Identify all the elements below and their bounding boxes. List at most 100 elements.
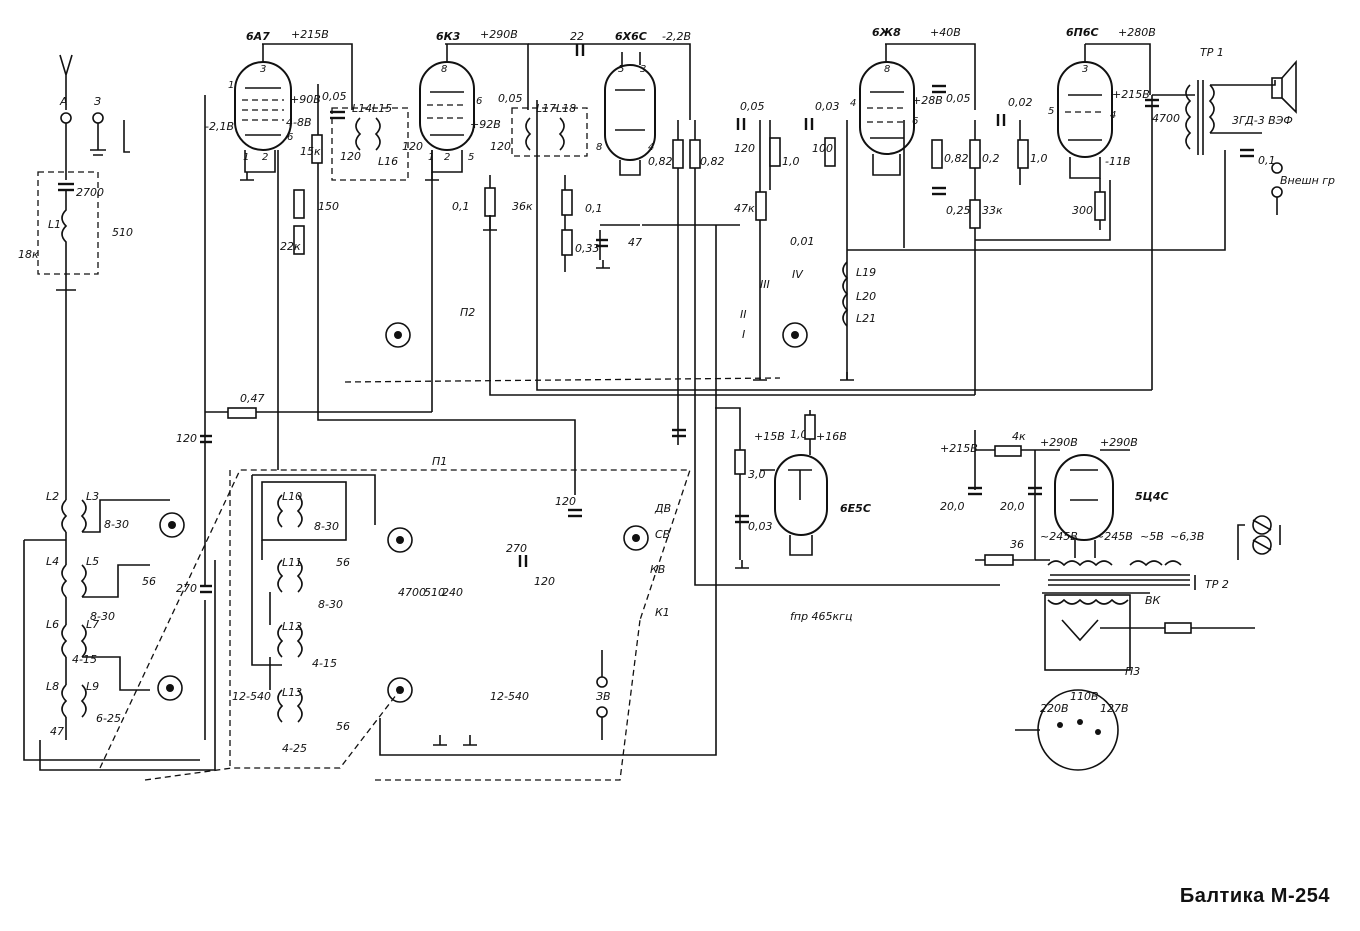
lbl-r-0-82c: 0,82 [944,152,969,165]
svg-text:4: 4 [1110,110,1116,121]
value-labels: 0,05 15к 120 120 150 22к 0,1 0,05 120 36… [176,90,1093,703]
lbl-r-0-82b: 0,82 [700,155,725,168]
svg-text:З: З [94,95,101,108]
lbl-c-47a: 47 [628,236,642,249]
coil-l14: L14 [352,102,372,115]
lbl-range-12-540b: 12-540 [490,690,529,703]
lbl-c-0-1a: 0,1 [452,200,470,213]
v4-screen-voltage: +28В [912,94,943,107]
lbl-c-120d: 120 [734,142,755,155]
lbl-r-300: 300 [1072,204,1093,217]
mains-110: 110В [1070,690,1099,703]
mains-selector: 220В 110В 127В [1015,689,1129,771]
range-8-30a: 8-30 [104,518,129,531]
lbl-r-36k: 36к [512,200,533,213]
v7-out-voltage: +290В [1100,436,1138,449]
lbl-r-0-82a: 0,82 [648,155,673,168]
lbl-c-120b: 120 [402,140,423,153]
lbl-c-0-02: 0,02 [1008,96,1033,109]
lbl-r-22k: 22к [280,240,301,253]
svg-text:3: 3 [640,64,646,75]
roman-ii: II [740,308,747,321]
coil-l18: L18 [556,102,576,115]
svg-text:1: 1 [428,152,434,163]
c-0-1c: 0,1 [1258,154,1276,167]
range-4-25: 4-25 [282,742,307,755]
lbl-c-120g: 120 [534,575,555,588]
v4-volt: +40В [930,26,961,39]
lbl-r-33k: 33к [982,204,1003,217]
tube-v4-6zh8: 6Ж8 +40В +28В 8 4 6 [850,26,961,176]
switch-p2-label: П2 [460,306,475,319]
v4-type: 6Ж8 [872,26,901,39]
v7-volt: +290В [1040,436,1078,449]
lbl-r-1-0a: 1,0 [782,155,800,168]
lbl-c-120e: 120 [176,432,197,445]
lbl-c-120f: 120 [555,495,576,508]
c-56b: 56 [336,556,350,569]
coil-l10: L10 [282,490,302,503]
svg-text:5: 5 [1048,106,1054,117]
speaker-label: 3ГД-3 ВЭФ [1232,114,1293,127]
coil-l16: L16 [378,155,398,168]
tr1-label: ТР 1 [1200,46,1224,59]
c-4700: 4700 [1152,112,1180,125]
lbl-c-0-05c: 0,05 [740,100,765,113]
lbl-r-100: 100 [812,142,833,155]
svg-text:2: 2 [262,152,268,163]
range-8-30c: 8-30 [314,520,339,533]
coil-l6: L6 [46,618,59,631]
v6-feed-voltage: +15В [754,430,785,443]
roman-iii: III [760,278,770,291]
v1-cathode-voltage: -2,1В [205,120,234,133]
v5-cathode-voltage: -11В [1105,155,1131,168]
wiring [204,84,1255,756]
zv-label: ЗВ [596,690,611,703]
v2-screen-voltage: +92В [470,118,501,131]
switch-sections: П2 П1 П3 ДВ СВ КВ К1 IV III II I [157,268,1140,703]
lbl-range-12-540a: 12-540 [232,690,271,703]
lbl-r-47k: 47к [734,202,755,215]
v7-feed-voltage: +215В [940,442,978,455]
svg-text:8: 8 [884,64,890,75]
range-8-30d: 8-30 [318,598,343,611]
svg-text:8: 8 [441,64,447,75]
lbl-c-270b: 270 [506,542,527,555]
lbl-c-240: 240 [442,586,463,599]
tube-v7-5c4s: 5Ц4С +290В +290В +215В ~245В ~245В ~5В ~… [940,436,1204,558]
range-6-25: 6-25 [96,712,121,725]
band-k1: К1 [655,606,670,619]
lbl-c-120a: 120 [340,150,361,163]
v3-type: 6Х6С [615,30,647,43]
v7-anode-b: ~245В [1095,530,1133,543]
output-stage: ТР 1 3ГД-3 ВЭФ Внешн гр 4700 0,1 [1152,46,1335,215]
lbl-c-0-03b: 0,03 [748,520,773,533]
coil-l21: L21 [856,312,876,325]
lbl-c-0-05d: 0,05 [946,92,971,105]
svg-text:1: 1 [228,80,234,91]
lbl-r-150: 150 [318,200,339,213]
svg-text:4: 4 [648,142,654,153]
svg-text:5: 5 [618,64,624,75]
lbl-c-0-01: 0,01 [790,235,815,248]
svg-text:4: 4 [850,98,856,109]
coil-l5: L5 [86,555,99,568]
tr2-label: ТР 2 [1205,578,1229,591]
lbl-c-0-03a: 0,03 [815,100,840,113]
v1-type: 6А7 [246,30,270,43]
svg-text:6: 6 [912,116,918,127]
roman-i: I [742,328,745,341]
band-dv: ДВ [654,502,671,515]
v3-volt: -2,2В [662,30,691,43]
v1-screen-voltage: 4-8В [286,116,312,129]
svg-text:1: 1 [243,152,249,163]
v2-volt: +290В [480,28,518,41]
schematic-title: Балтика М-254 [1179,885,1330,907]
